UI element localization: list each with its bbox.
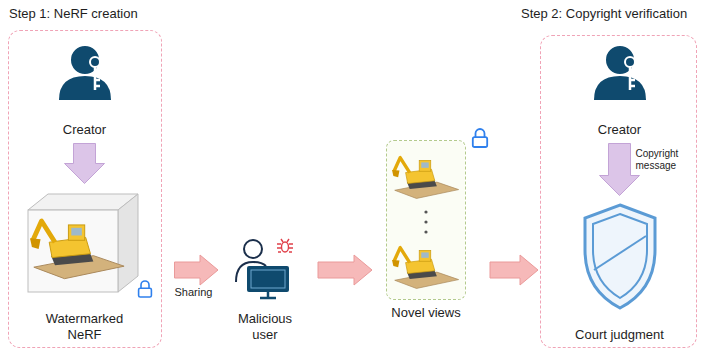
malicious-user-icon <box>236 239 293 298</box>
block-arrow <box>65 144 105 184</box>
actor-node: Creator <box>580 40 660 140</box>
step-frame: Step 1: NeRF creationCreatorWatermarked … <box>8 30 162 348</box>
lock-icon <box>139 281 152 297</box>
step-heading: Step 2: Copyright verification <box>521 6 687 22</box>
node-label: Creator <box>580 122 660 138</box>
edge-label: Sharing <box>175 286 213 299</box>
block-arrow <box>600 144 640 196</box>
actor-node: Creator <box>45 40 125 140</box>
judge-node: Court judgment <box>565 200 675 345</box>
creator-body <box>594 76 646 100</box>
actor-node: Malicious user <box>220 235 310 345</box>
key-shaft <box>630 67 635 90</box>
key-bow <box>625 57 635 67</box>
key-bow <box>90 57 100 67</box>
cube-side <box>118 194 138 292</box>
key-shaft <box>95 67 100 90</box>
block-arrow <box>318 255 372 285</box>
novel-views-ground <box>387 141 465 299</box>
node-label: Watermarked NeRF <box>20 311 150 343</box>
shield-icon <box>585 205 655 308</box>
excavator-picture <box>30 221 124 279</box>
node-label: Malicious user <box>220 311 310 343</box>
bug-icon <box>277 239 293 252</box>
block-arrow <box>175 255 219 285</box>
creator-icon <box>59 45 111 100</box>
monitor <box>247 266 289 292</box>
ellipsis-dots <box>424 210 427 233</box>
excavator-view <box>392 248 459 289</box>
node-label: Novel views <box>367 305 485 321</box>
monitor-stand <box>260 292 276 298</box>
monitor-screen <box>251 270 285 288</box>
edge-label: Copyright message <box>636 148 690 172</box>
creator-icon <box>594 45 646 100</box>
excavator-view <box>392 158 459 199</box>
user-head <box>244 240 262 258</box>
lock-icon <box>473 129 487 147</box>
views-box: Novel views <box>386 140 466 300</box>
node-label: Creator <box>45 122 125 138</box>
block-arrow <box>490 255 538 285</box>
step-frame: Step 2: Copyright verificationCreatorCou… <box>540 35 697 348</box>
node-label: Court judgment <box>565 327 675 343</box>
creator-body <box>59 76 111 100</box>
model-node: Watermarked NeRF <box>20 190 150 345</box>
step-heading: Step 1: NeRF creation <box>9 6 138 22</box>
nerf-cube <box>28 194 138 292</box>
